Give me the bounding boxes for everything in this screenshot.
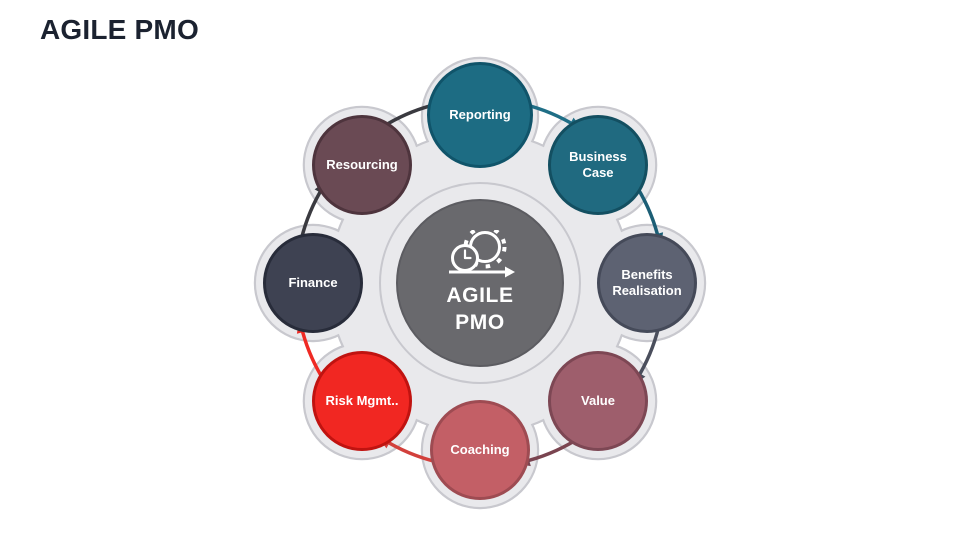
slide-title: AGILE PMO [40, 14, 199, 45]
node-risk-mgmt: Risk Mgmt.. [312, 351, 412, 451]
node-finance-label: Finance [288, 275, 338, 291]
node-resourcing-label: Resourcing [326, 157, 398, 173]
center-title-line2: PMO [455, 310, 505, 334]
node-finance: Finance [263, 233, 363, 333]
node-benefits-realisation-label: Benefits Realisation [612, 267, 682, 298]
node-reporting-label: Reporting [449, 107, 511, 123]
node-coaching-label: Coaching [450, 442, 510, 458]
center-hub: AGILE PMO [396, 199, 564, 367]
gear-clock-arrow-icon [449, 230, 515, 278]
node-value-label: Value [581, 393, 615, 409]
node-benefits-realisation: Benefits Realisation [597, 233, 697, 333]
node-business-case-label: Business Case [569, 149, 627, 180]
node-reporting: Reporting [427, 62, 533, 168]
node-value: Value [548, 351, 648, 451]
node-risk-mgmt-label: Risk Mgmt.. [325, 393, 399, 409]
center-title-line1: AGILE [446, 284, 514, 308]
node-resourcing: Resourcing [312, 115, 412, 215]
node-business-case: Business Case [548, 115, 648, 215]
node-coaching: Coaching [430, 400, 530, 500]
